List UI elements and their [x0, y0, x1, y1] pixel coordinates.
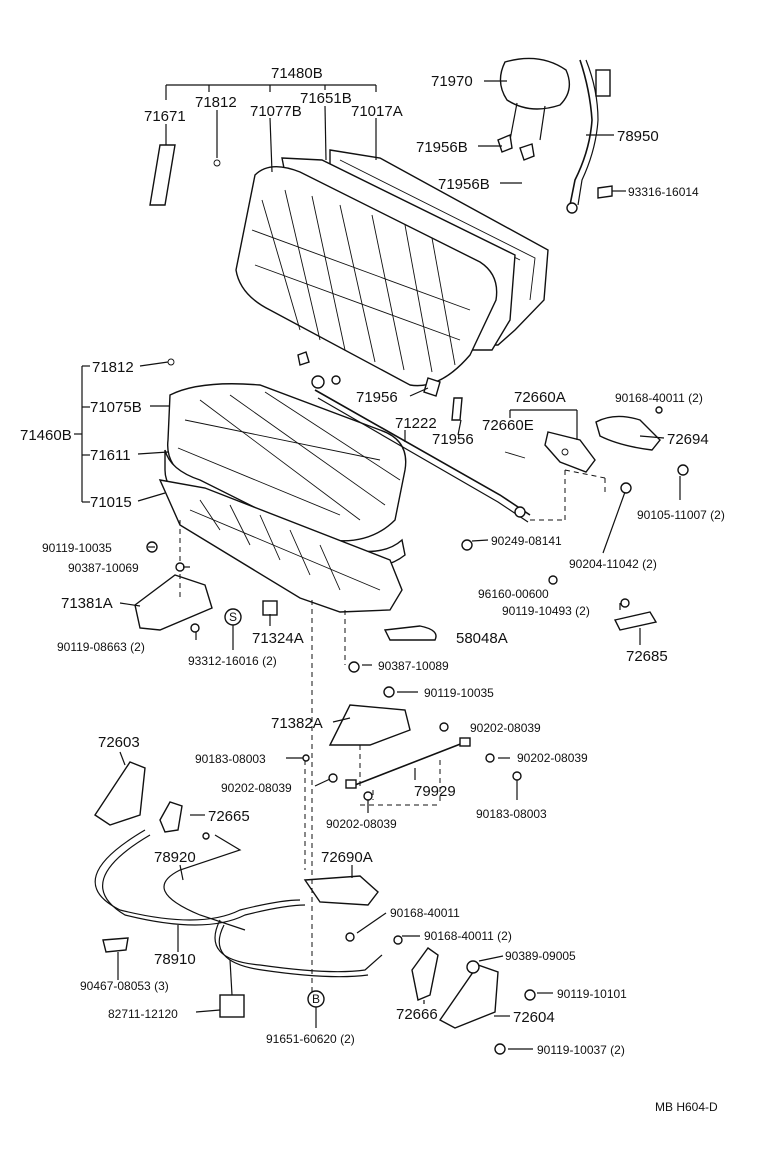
part-72690A — [303, 875, 379, 906]
label-71956B-lower: 71956B — [438, 176, 490, 193]
label-90467-08053: 90467-08053 (3) — [80, 979, 169, 993]
label-90387-10069: 90387-10069 — [68, 561, 139, 575]
label-71077B: 71077B — [250, 103, 302, 120]
part-58048A — [383, 625, 437, 641]
label-90119-10035-b: 90119-10035 — [424, 686, 494, 700]
label-71222: 71222 — [395, 415, 437, 432]
bracket-72660A — [504, 431, 596, 473]
label-93316-16014: 93316-16014 — [628, 185, 699, 199]
label-71460B: 71460B — [20, 427, 72, 444]
hinge-71956-b — [451, 397, 463, 421]
plate-72604 — [438, 964, 499, 1029]
label-72604: 72604 — [513, 1009, 555, 1026]
label-72660A: 72660A — [514, 389, 566, 406]
label-90202-08039-c: 90202-08039 — [517, 751, 588, 765]
label-71956-a: 71956 — [356, 389, 398, 406]
cover-72694 — [595, 415, 661, 451]
label-96160-00600: 96160-00600 — [478, 587, 549, 601]
label-71015: 71015 — [90, 494, 132, 511]
label-71970: 71970 — [431, 73, 473, 90]
seat-back-assembly — [149, 144, 549, 387]
part-72666 — [411, 947, 439, 1001]
label-71382A: 71382A — [271, 715, 323, 732]
label-90202-08039-d: 90202-08039 — [326, 817, 397, 831]
label-71611: 71611 — [90, 447, 131, 464]
label-90119-10493: 90119-10493 (2) — [502, 604, 590, 618]
label-71812: 71812 — [195, 94, 237, 111]
circle-marker-s: S — [224, 608, 242, 626]
label-82711-12120: 82711-12120 — [108, 1007, 178, 1021]
label-71381A: 71381A — [61, 595, 113, 612]
clip-90467 — [102, 937, 129, 953]
label-71671: 71671 — [144, 108, 186, 125]
cables — [94, 829, 383, 996]
label-90389-09005: 90389-09005 — [505, 949, 576, 963]
label-90168-40011: 90168-40011 — [390, 906, 460, 920]
fasteners — [146, 406, 689, 1055]
seat-belt-78950 — [566, 59, 613, 214]
seat-cushion-assembly — [158, 358, 407, 613]
bracket-71382A — [328, 704, 411, 746]
circle-marker-b: B — [307, 990, 325, 1008]
plate-72603 — [94, 761, 146, 826]
label-71017A: 71017A — [351, 103, 403, 120]
label-90249-08141: 90249-08141 — [491, 534, 562, 548]
label-90168-40011-2: 90168-40011 (2) — [615, 391, 703, 405]
label-90105-11007: 90105-11007 (2) — [637, 508, 725, 522]
label-90202-08039-b: 90202-08039 — [221, 781, 292, 795]
rod-79929 — [345, 737, 471, 789]
label-93312-16016: 93312-16016 (2) — [188, 654, 277, 668]
label-71812-cushion: 71812 — [92, 359, 134, 376]
hinge-rod-71222 — [297, 351, 531, 523]
label-90119-10035-a: 90119-10035 — [42, 541, 112, 555]
label-90202-08039-a: 90202-08039 — [470, 721, 541, 735]
label-90119-10101: 90119-10101 — [557, 987, 627, 1001]
label-90119-08663: 90119-08663 (2) — [57, 640, 145, 654]
label-90204-11042: 90204-11042 (2) — [569, 557, 657, 571]
hinge-71956-a — [423, 377, 441, 397]
label-72694: 72694 — [667, 431, 709, 448]
label-72666: 72666 — [396, 1006, 438, 1023]
label-72660E: 72660E — [482, 417, 534, 434]
label-78950: 78950 — [617, 128, 659, 145]
marker-b-text: B — [312, 992, 320, 1006]
label-72685: 72685 — [626, 648, 668, 665]
label-90119-10037: 90119-10037 (2) — [537, 1043, 625, 1057]
label-71480B: 71480B — [271, 65, 323, 82]
part-72665 — [159, 801, 183, 833]
label-58048A: 58048A — [456, 630, 508, 647]
label-71075B: 71075B — [90, 399, 142, 416]
clamp-72685 — [613, 611, 658, 631]
foam-bar-71671 — [149, 144, 176, 206]
block-71324A — [262, 600, 278, 616]
label-90183-08003-a: 90183-08003 — [195, 752, 266, 766]
label-90168-40011-2b: 90168-40011 (2) — [424, 929, 512, 943]
label-90387-10089: 90387-10089 — [378, 659, 449, 673]
part-labels: 71480B 71671 71812 71077B 71651B 71017A … — [20, 65, 725, 1114]
label-91651-60620: 91651-60620 (2) — [266, 1032, 355, 1046]
label-78920: 78920 — [154, 849, 196, 866]
bracket-71381A — [134, 574, 213, 631]
label-71651B: 71651B — [300, 90, 352, 107]
label-72690A: 72690A — [321, 849, 373, 866]
leader-lines — [74, 80, 681, 1050]
headrest-71970 — [497, 57, 571, 161]
marker-s-text: S — [229, 610, 237, 624]
label-71324A: 71324A — [252, 630, 304, 647]
label-72603: 72603 — [98, 734, 140, 751]
label-71956B-upper: 71956B — [416, 139, 468, 156]
label-79929: 79929 — [414, 783, 456, 800]
connector-82711 — [219, 994, 245, 1018]
footer-code: MB H604-D — [655, 1100, 718, 1114]
label-90183-08003-b: 90183-08003 — [476, 807, 547, 821]
label-71956-b: 71956 — [432, 431, 474, 448]
dashed-guides — [179, 469, 606, 1000]
label-78910: 78910 — [154, 951, 196, 968]
label-72665: 72665 — [208, 808, 250, 825]
